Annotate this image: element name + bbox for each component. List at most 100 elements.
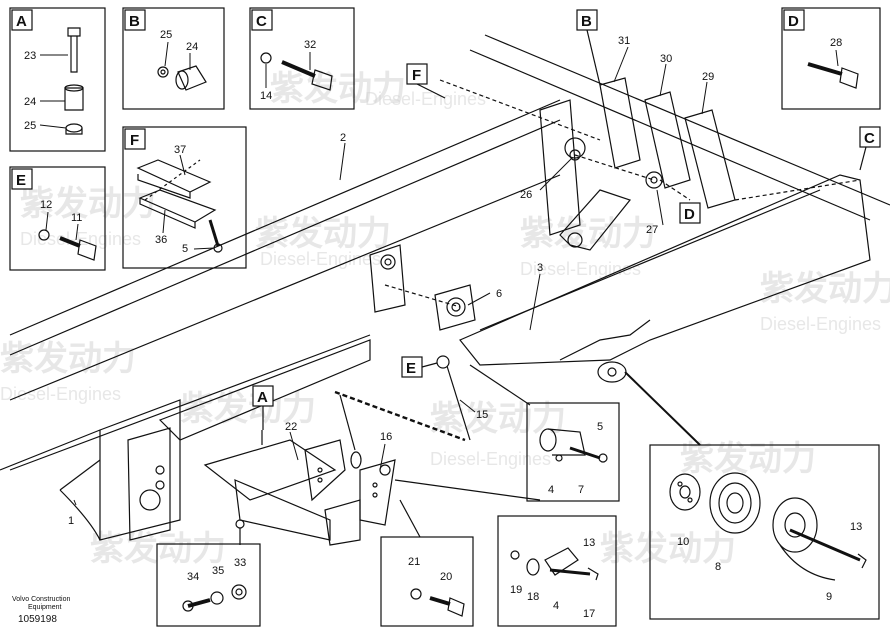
inset-a-parts [64,27,84,135]
label-2: 2 [340,132,346,144]
label-29: 29 [702,71,714,83]
label-36: 36 [155,234,167,246]
label-21: 21 [408,556,420,568]
svg-text:D: D [684,206,695,223]
document-number: 1059198 [18,614,57,625]
letter-d-callout: D [679,202,701,224]
inset-f-parts [136,159,223,253]
watermark-cn-2: 紫发动力 [20,185,156,223]
label-12: 12 [40,199,52,211]
label-11: 11 [71,212,82,224]
inset-box-a [9,7,106,152]
label-20: 20 [440,571,452,583]
inset-box-rubber-mount [649,444,880,620]
label-13-b: 13 [850,521,862,533]
svg-text:E: E [406,360,416,377]
letter-e-inset: E [11,168,33,190]
inset-box-mount-pin [526,402,620,502]
letter-e-callout: E [401,356,438,378]
label-6: 6 [496,288,502,300]
watermark-cn-4: 紫发动力 [520,215,656,253]
letter-a-callout: A [252,385,274,430]
label-10: 10 [677,536,689,548]
label-23: 23 [24,50,36,62]
letter-c-inset: C [251,9,273,31]
part-numbers: 23 24 25 25 24 32 14 28 12 11 37 36 5 2 … [24,29,862,620]
footer-brand-line-2: Equipment [28,604,62,611]
inset-box-d [781,7,881,110]
inset-box-c [249,7,355,110]
watermark-cn-9: 紫发动力 [680,440,816,478]
inset-box-bolt-21 [380,536,474,627]
watermark-en-8: Diesel-Engines [430,449,551,469]
label-9: 9 [826,591,832,603]
label-35: 35 [212,565,224,577]
label-37: 37 [174,144,186,156]
label-15: 15 [476,409,488,421]
label-27: 27 [646,224,658,236]
main-frame-drawing [0,34,890,546]
watermark-en-6: Diesel-Engines [0,384,121,404]
inset-b-parts [157,65,207,91]
letter-c-callout: C [859,126,881,171]
inset-box-f [122,126,247,269]
label-17: 17 [583,608,595,620]
inset-e-parts [38,229,97,261]
label-13: 13 [583,537,595,549]
label-24-b: 24 [186,41,198,53]
footer-brand-line-1: Volvo Construction [12,596,70,603]
svg-text:F: F [130,132,139,149]
label-4-b: 4 [553,600,559,612]
label-1: 1 [68,515,74,527]
inset-box-e [9,166,106,271]
label-19: 19 [510,584,522,596]
svg-text:D: D [788,13,799,30]
label-33: 33 [234,557,246,569]
inset-bolt-21-parts [410,588,465,617]
watermark-cn-1: 紫发动力 [270,70,406,108]
label-34: 34 [187,571,199,583]
svg-text:A: A [257,389,268,406]
letter-a-inset: A [11,9,33,31]
svg-text:B: B [581,13,592,30]
inset-box-mount-4 [497,515,617,627]
watermark-cn-10: 紫发动力 [90,530,226,568]
inset-rubber-mount-parts [669,472,867,581]
letter-labels: A B C D E F B C [11,9,881,430]
watermark-cn-11: 紫发动力 [600,530,736,568]
label-25: 25 [24,120,36,132]
leader-lines [39,41,839,506]
label-25-b: 25 [160,29,172,41]
label-5: 5 [182,243,188,255]
label-24: 24 [24,96,36,108]
label-31: 31 [618,35,630,47]
inset-mount-pin-parts [539,428,608,463]
label-32: 32 [304,39,316,51]
letter-d-inset: D [783,9,805,31]
svg-text:C: C [256,13,267,30]
label-4: 4 [548,484,554,496]
label-18: 18 [527,591,539,603]
inset-mount-4-parts [510,547,599,581]
inset-box-bracket-bolts [156,543,261,627]
footer: Volvo Construction Equipment 1059198 [12,596,70,625]
inset-d-parts [807,62,859,89]
inset-bracket-bolt-parts [182,584,247,612]
svg-text:C: C [864,130,875,147]
watermark-cn-6: 紫发动力 [0,340,136,378]
label-14: 14 [260,90,272,102]
svg-text:A: A [16,13,27,30]
label-7: 7 [578,484,584,496]
label-5-b: 5 [597,421,603,433]
letter-b-callout: B [576,9,601,86]
watermark-en-1: Diesel-Engines [365,89,486,109]
svg-text:E: E [16,172,26,189]
inset-c-parts [260,52,333,91]
letter-f-inset: F [124,128,146,150]
watermark-en-5: Diesel-Engines [760,314,881,334]
label-8: 8 [715,561,721,573]
inset-box-b [122,7,225,110]
letter-f-callout: F [406,63,446,99]
label-16: 16 [380,431,392,443]
